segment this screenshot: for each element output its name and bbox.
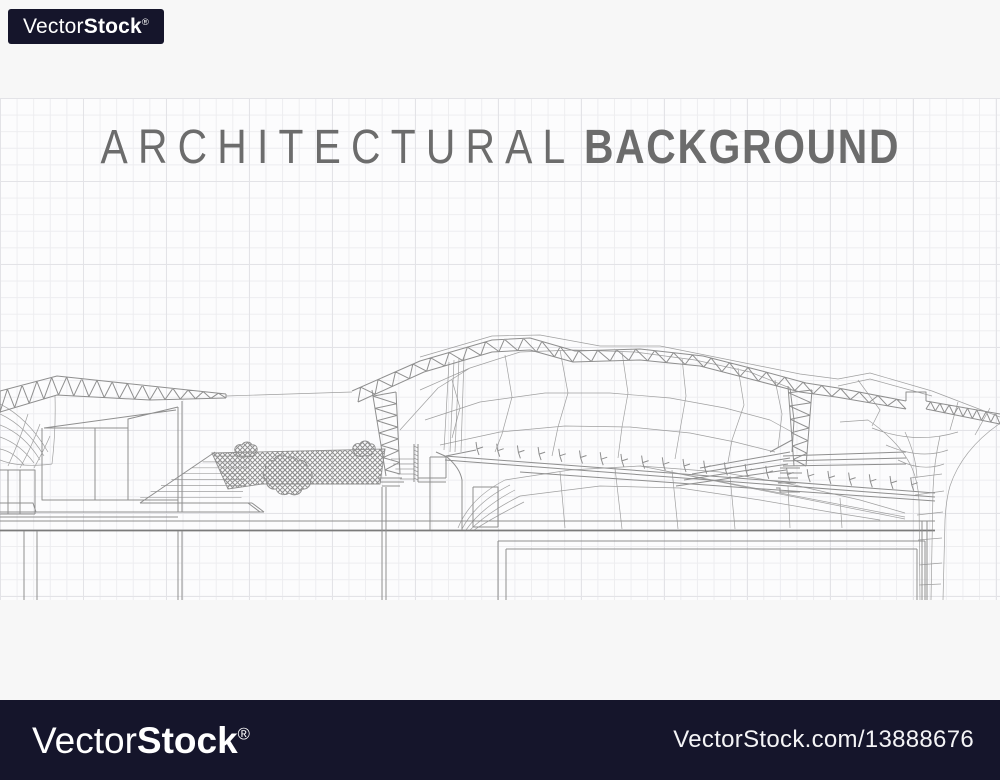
watermark-footer-bar: VectorStock® VectorStock.com/13888676 (0, 700, 1000, 780)
left-building (0, 391, 264, 515)
roof-tab (905, 391, 927, 401)
title-light-word: ARCHITECTURAL (100, 121, 576, 174)
ground-line-upper (0, 516, 935, 522)
lower-bowl (457, 465, 906, 531)
architecture-line-drawing (0, 334, 1000, 600)
generated-trusses (0, 337, 1000, 498)
support-pillar (429, 456, 463, 530)
tree-column (839, 379, 1000, 600)
shell-mesh (0, 395, 56, 469)
stadium (225, 334, 1000, 600)
stair-slab (140, 502, 265, 513)
image-url-text: VectorStock.com/13888676 (673, 726, 974, 753)
registered-mark: ® (141, 17, 150, 28)
pilings (23, 487, 928, 600)
logo-stock-text: Stock (83, 15, 142, 38)
mid-stairs (413, 444, 477, 483)
basement-box-right (497, 540, 926, 600)
registered-mark: ® (237, 724, 250, 744)
shrub-left (234, 441, 258, 458)
dome-right-tip (675, 387, 795, 487)
roof-skin (419, 334, 1000, 418)
title-bold-word: BACKGROUND (583, 121, 900, 174)
leader-line (225, 391, 353, 397)
leg-foot-left (378, 477, 404, 487)
vectorstock-logo-bottom: VectorStock® (32, 722, 250, 759)
support-box (472, 486, 499, 528)
dome-facets (399, 349, 793, 463)
logo-stock-text: Stock (136, 719, 238, 761)
curtain-lines (443, 356, 465, 453)
tree-blob (262, 454, 313, 496)
left-small-box (0, 469, 37, 515)
vectorstock-logo-top[interactable]: VectorStock® (8, 9, 165, 44)
ground-and-basement (0, 456, 935, 600)
hall-walls (41, 401, 183, 512)
shrub-right (352, 440, 376, 457)
logo-vector-text: Vector (23, 15, 84, 38)
platform (418, 449, 477, 483)
stair-slope (139, 451, 216, 504)
terrace-and-deck (139, 440, 386, 513)
logo-vector-text: Vector (32, 719, 137, 761)
